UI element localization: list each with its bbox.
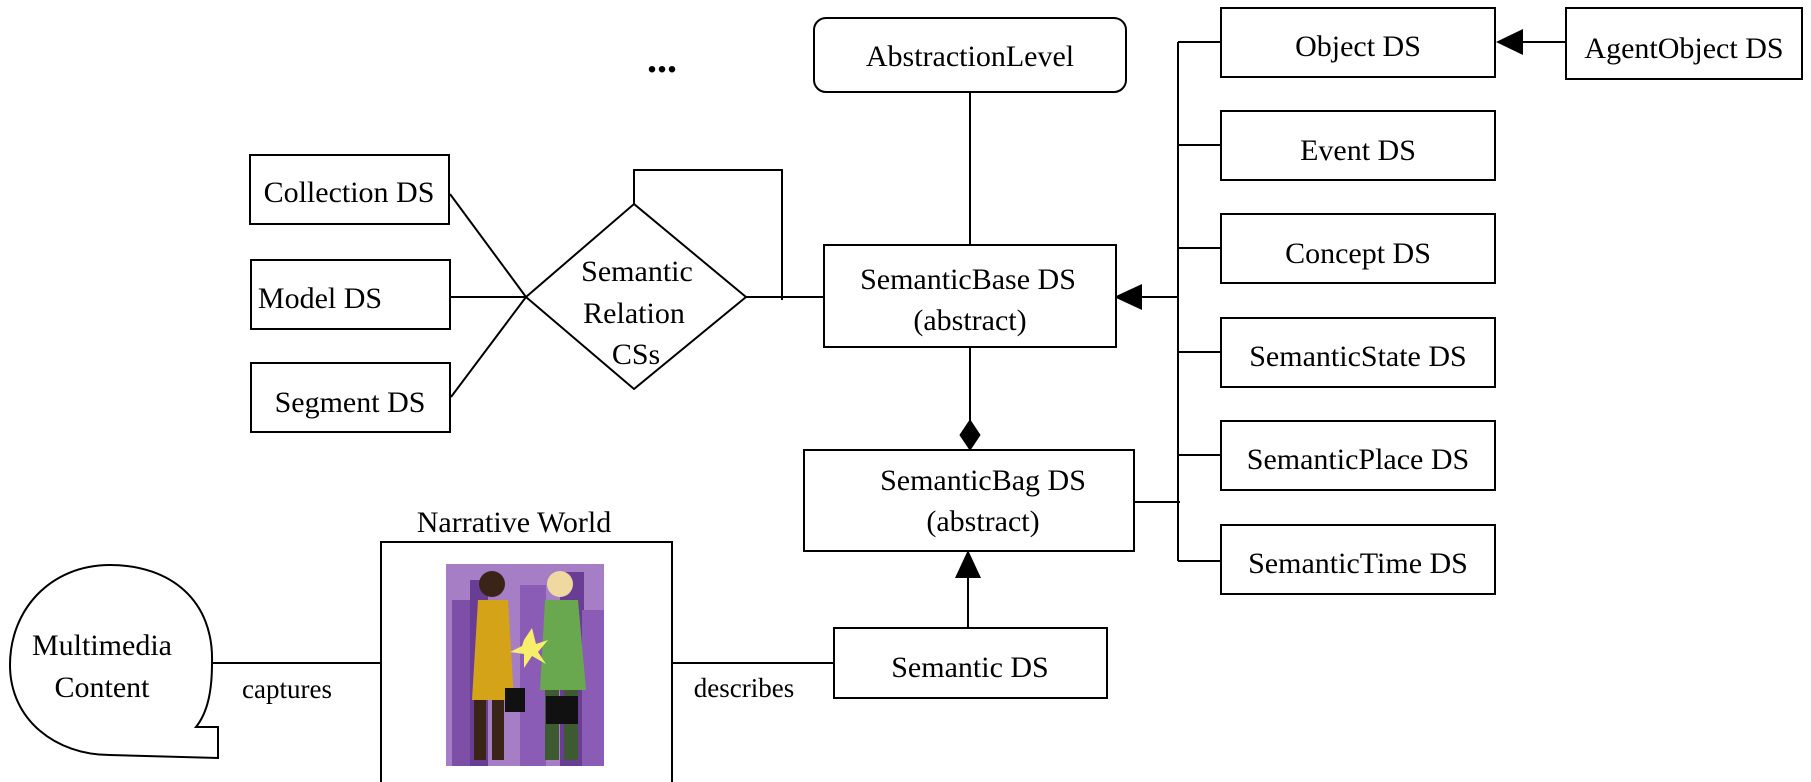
semantic-relation-line1: Semantic bbox=[581, 255, 693, 288]
abstraction-level-node bbox=[813, 17, 1127, 93]
semantic-bag-node bbox=[803, 449, 1135, 552]
semantic-base-node bbox=[823, 244, 1117, 348]
abstraction-level-label: AbstractionLevel bbox=[866, 40, 1074, 73]
agent-object-ds-label: AgentObject DS bbox=[1584, 32, 1783, 65]
semantic-ds-node bbox=[833, 627, 1108, 699]
concept-ds-node bbox=[1220, 213, 1496, 284]
describes-label: describes bbox=[694, 673, 794, 703]
segment-ds-node bbox=[250, 362, 451, 433]
event-ds-node bbox=[1220, 110, 1496, 181]
semantic-relation-line2: Relation bbox=[583, 297, 685, 330]
composition-diamond-icon bbox=[959, 419, 981, 451]
ellipsis: ... bbox=[647, 36, 677, 81]
captures-label: captures bbox=[242, 674, 332, 704]
semantic-state-ds-node bbox=[1220, 317, 1496, 388]
edge-relation-selfloop bbox=[633, 169, 783, 300]
semantic-place-ds-label: SemanticPlace DS bbox=[1247, 443, 1469, 476]
inheritance-arrow-left-small-icon bbox=[1496, 29, 1523, 55]
edge-segment-relation bbox=[450, 296, 527, 398]
semantic-relation-node bbox=[524, 202, 748, 391]
model-ds-node bbox=[250, 259, 451, 330]
semantic-bag-line2: (abstract) bbox=[926, 505, 1039, 538]
semantic-base-line2: (abstract) bbox=[913, 304, 1026, 337]
handshake-picture-icon bbox=[446, 564, 604, 766]
inheritance-arrow-up-icon bbox=[955, 550, 981, 578]
multimedia-content-line1: Multimedia bbox=[32, 629, 172, 662]
event-ds-label: Event DS bbox=[1300, 134, 1416, 167]
semantic-time-ds-label: SemanticTime DS bbox=[1248, 547, 1468, 580]
semantic-state-ds-label: SemanticState DS bbox=[1249, 340, 1466, 373]
object-ds-node bbox=[1220, 7, 1496, 78]
object-ds-label: Object DS bbox=[1295, 30, 1421, 63]
concept-ds-label: Concept DS bbox=[1285, 237, 1431, 270]
edge-collection-relation bbox=[449, 193, 527, 298]
agent-object-ds-node bbox=[1565, 7, 1803, 80]
segment-ds-label: Segment DS bbox=[275, 386, 426, 419]
model-ds-label: Model DS bbox=[258, 282, 382, 315]
semantic-relation-line3: CSs bbox=[612, 338, 660, 371]
semantic-ds-label: Semantic DS bbox=[891, 651, 1049, 684]
multimedia-content-node bbox=[8, 563, 219, 760]
semantic-bag-line1: SemanticBag DS bbox=[880, 464, 1086, 497]
narrative-world-label: Narrative World bbox=[417, 506, 611, 539]
collection-ds-node bbox=[249, 154, 450, 225]
semantic-time-ds-node bbox=[1220, 524, 1496, 595]
multimedia-content-line2: Content bbox=[55, 671, 151, 704]
semantic-base-line1: SemanticBase DS bbox=[860, 263, 1076, 296]
collection-ds-label: Collection DS bbox=[264, 176, 435, 209]
semantic-place-ds-node bbox=[1220, 420, 1496, 491]
inheritance-arrow-left-icon bbox=[1114, 284, 1142, 310]
